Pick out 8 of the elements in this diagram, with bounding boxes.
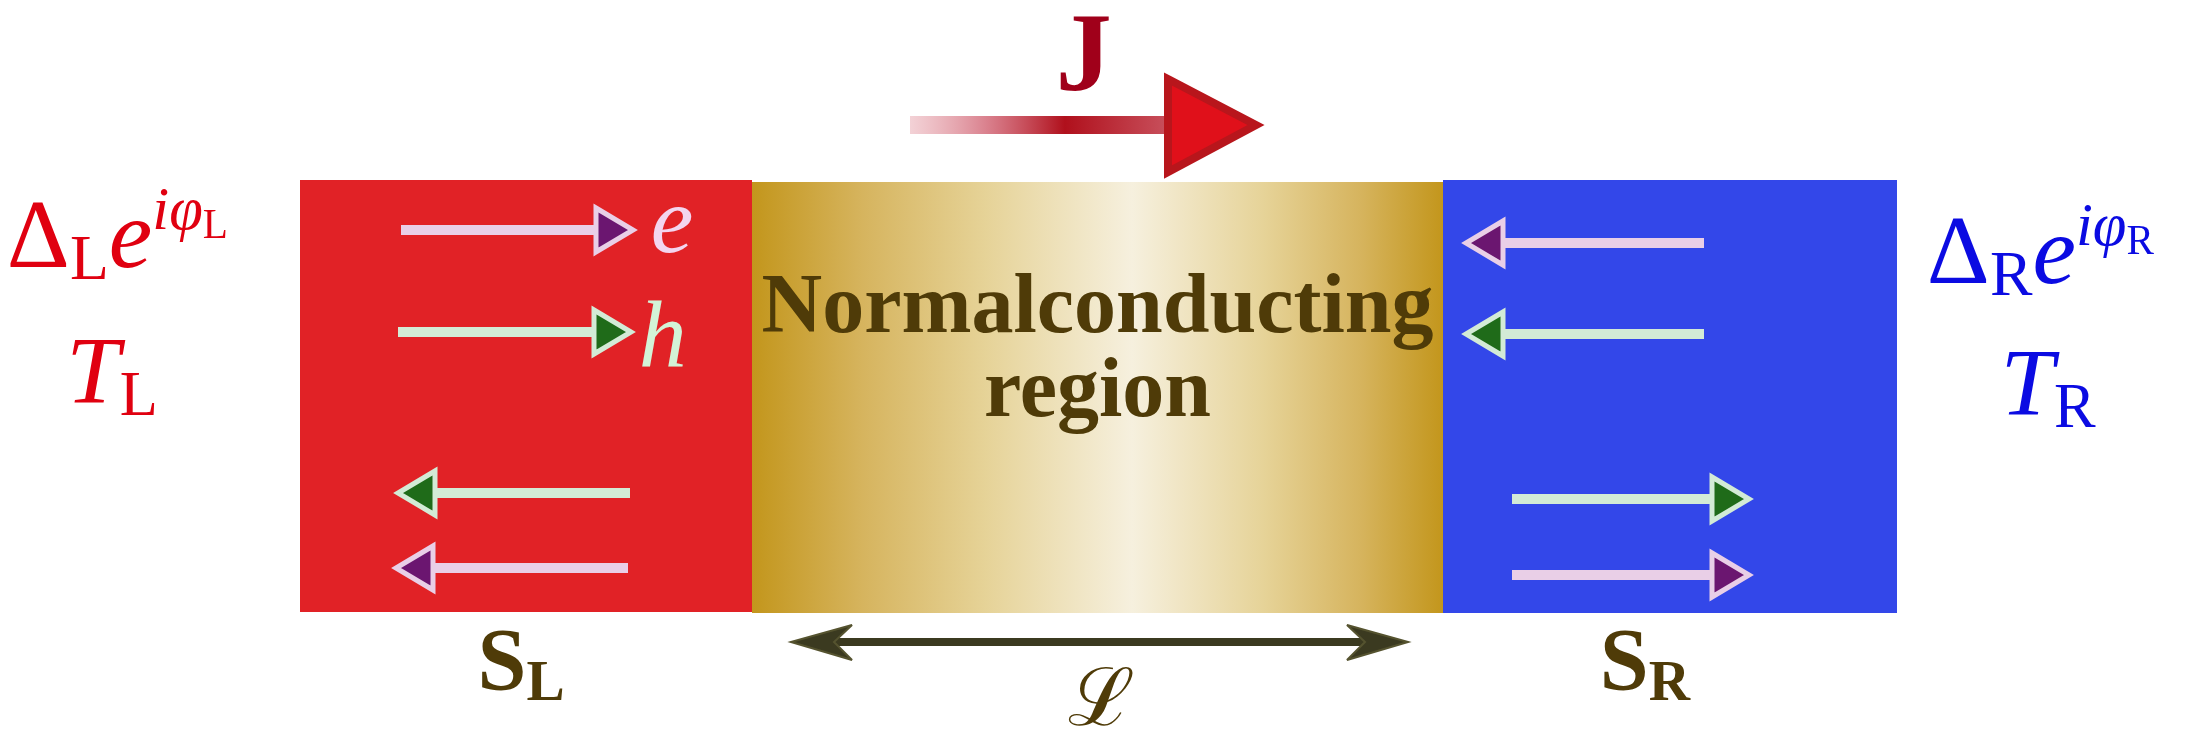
electron-label: e <box>649 172 695 268</box>
current-label: J <box>1054 0 1113 108</box>
temperature-label: T$_{R}$ <box>1999 330 2097 442</box>
temperature-label: T$_{L}$ <box>65 318 159 430</box>
superconductor-label: S$_{R}$ <box>1598 612 1692 714</box>
length-label: ℒ <box>1066 653 1136 737</box>
superconductor-label: S$_{L}$ <box>476 612 566 714</box>
hole-label: h <box>637 282 688 388</box>
